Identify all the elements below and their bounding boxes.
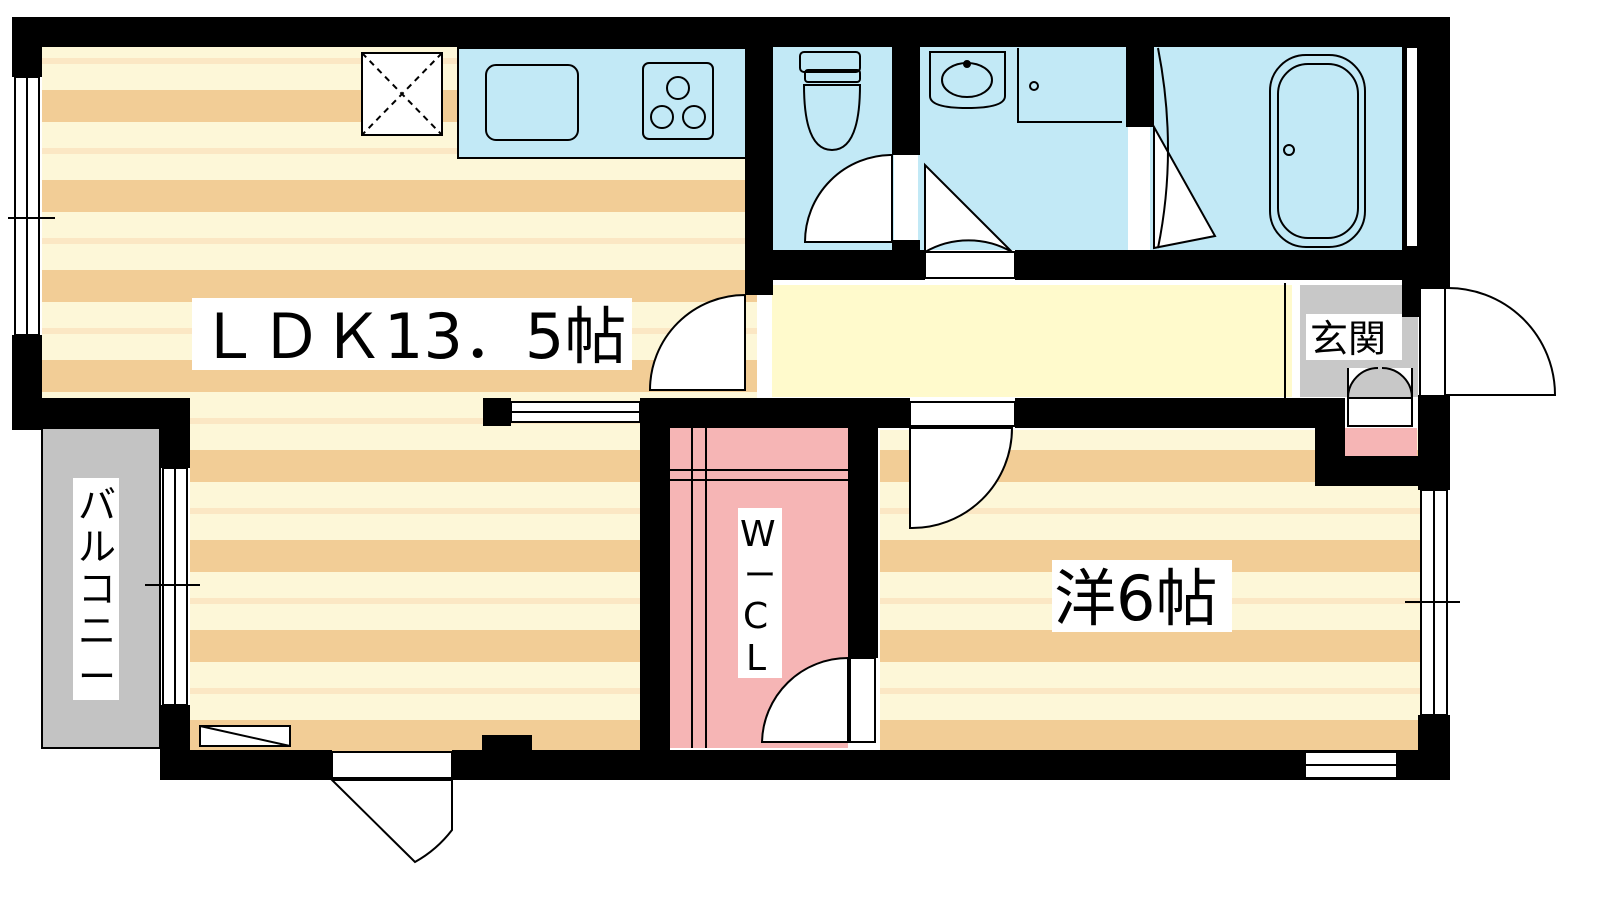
windows: [8, 46, 1460, 779]
balcony-label-2: ル: [78, 525, 116, 569]
labels: ＬＤＫ13．5帖 洋6帖 玄関 バ ル コ ニ ー W ー C L: [73, 298, 1402, 700]
closet-door: [760, 656, 849, 743]
walls: [12, 17, 1450, 780]
bathtub: [1157, 47, 1366, 249]
laundry-space: [1017, 48, 1122, 123]
wcl-label-4: L: [746, 638, 766, 679]
hallway-floor: [772, 285, 1292, 397]
shoe-cabinet: [1345, 428, 1417, 458]
balcony-label-1: バ: [78, 483, 116, 527]
balcony-label-3: コ: [78, 567, 116, 611]
fridge-space: [361, 52, 443, 136]
toilet-door: [803, 153, 893, 243]
ldk-floor-lower: [190, 400, 655, 770]
western-room-door: [909, 427, 1014, 530]
western-room-label: 洋6帖: [1054, 562, 1217, 635]
entrance-door: [1444, 286, 1557, 396]
fixtures: [199, 47, 1366, 748]
balcony-door: [329, 779, 453, 864]
ldk-door: [648, 293, 746, 391]
balcony-label-4: ニ: [78, 609, 116, 653]
ldk-label: ＬＤＫ13．5帖: [198, 300, 626, 373]
bath-door: [1153, 123, 1217, 250]
wcl-label-1: W: [740, 514, 776, 555]
balcony-label-5: ー: [78, 655, 116, 699]
closet-rail: [670, 428, 848, 748]
entrance-label: 玄関: [1310, 317, 1386, 361]
wcl-label-2: ー: [744, 556, 776, 594]
kitchen-sink: [485, 64, 579, 141]
washbasin: [929, 51, 1006, 110]
toilet-fixture: [799, 51, 862, 152]
stove: [642, 62, 714, 140]
washroom-door: [924, 162, 1013, 254]
doors: [329, 123, 1557, 864]
wcl-label-3: C: [743, 596, 768, 637]
